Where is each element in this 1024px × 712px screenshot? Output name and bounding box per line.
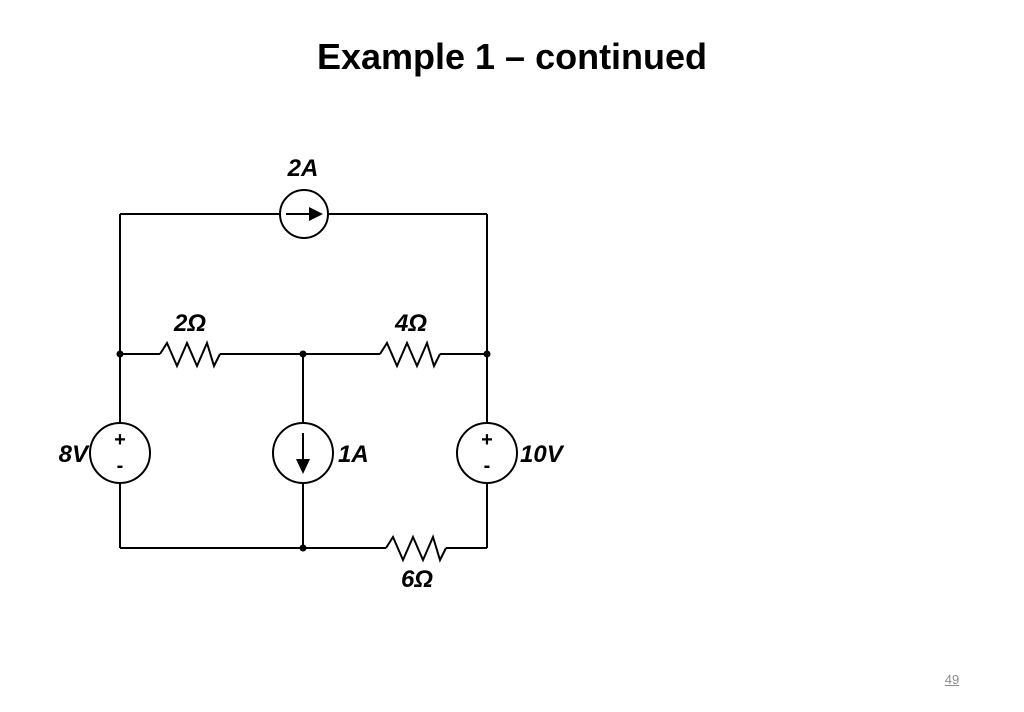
resistor-zigzag	[379, 340, 441, 369]
arrow-down-icon	[296, 459, 310, 474]
resistor-zigzag	[159, 340, 221, 369]
resistor-4-ohm: 4Ω	[379, 310, 441, 369]
circuit-wires	[119, 213, 488, 549]
resistor-zigzag	[385, 534, 447, 563]
voltage-source-right-label: 10V	[520, 441, 565, 468]
voltage-source-10v: + - 10V	[456, 422, 565, 484]
resistor-right-label: 4Ω	[394, 310, 427, 337]
page-number[interactable]: 49	[944, 672, 960, 687]
junction-dot	[299, 350, 307, 358]
slide-title: Example 1 – continued	[316, 36, 708, 77]
resistor-left-label: 2Ω	[173, 310, 206, 337]
arrow-right-icon	[309, 207, 323, 221]
resistor-2-ohm: 2Ω	[159, 310, 221, 369]
current-source-1a: 1A	[272, 422, 369, 484]
plus-sign: +	[114, 429, 126, 451]
current-source-2a: 2A	[279, 155, 329, 239]
plus-sign: +	[481, 429, 493, 451]
resistor-6-ohm: 6Ω	[385, 534, 447, 593]
junction-dot	[299, 544, 307, 552]
current-source-circle	[279, 189, 329, 239]
junction-dot	[116, 350, 124, 358]
minus-sign: -	[117, 455, 124, 477]
current-source-middle-label: 1A	[338, 441, 369, 468]
minus-sign: -	[484, 455, 491, 477]
current-source-circle	[272, 422, 334, 484]
junction-dots	[116, 350, 491, 552]
junction-dot	[483, 350, 491, 358]
voltage-source-circle	[456, 422, 518, 484]
voltage-source-8v: + - 8V	[59, 422, 151, 484]
voltage-source-circle	[89, 422, 151, 484]
current-source-top-label: 2A	[287, 155, 319, 182]
resistor-bottom-label: 6Ω	[401, 566, 433, 593]
voltage-source-left-label: 8V	[59, 441, 90, 468]
